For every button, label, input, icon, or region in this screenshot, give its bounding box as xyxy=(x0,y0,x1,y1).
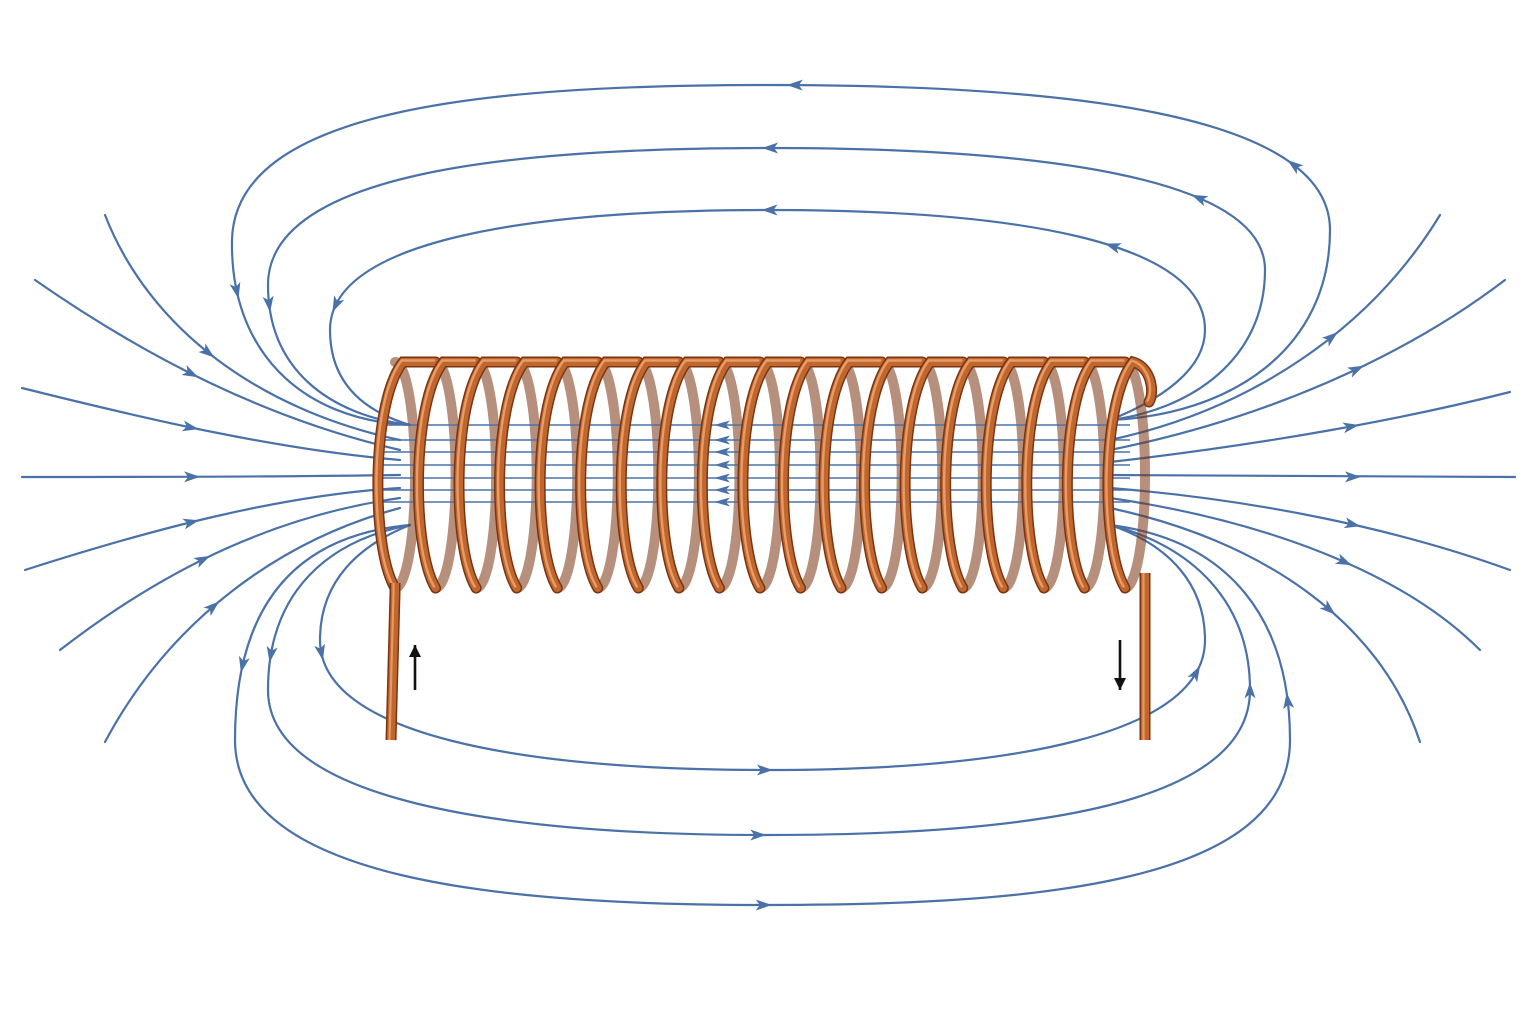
interior-arrowhead-icon-1 xyxy=(714,420,730,430)
bottom-field-loop-2-arrowhead-icon-2 xyxy=(1244,682,1256,699)
coil-turn-highlight-13 xyxy=(861,359,922,588)
coil-turn-highlight-14 xyxy=(902,359,963,588)
right-current-arrow-icon-head xyxy=(1114,678,1126,690)
coil-leads xyxy=(385,573,1151,741)
coil-turn-highlight-6 xyxy=(578,359,639,588)
coil-turn-highlight-1 xyxy=(375,359,436,588)
left-open-field-line-5 xyxy=(23,486,402,572)
left-open-field-line-3 xyxy=(20,386,402,462)
top-field-loop-3-arrowhead-icon-1 xyxy=(761,204,778,216)
bottom-field-loop-2-arrowhead-icon-1 xyxy=(750,829,767,841)
coil-turn-highlight-4 xyxy=(496,359,557,588)
left-open-field-line-1 xyxy=(103,213,402,442)
coil-turn-highlight-3 xyxy=(456,359,517,588)
interior-arrowhead-icon-7 xyxy=(714,497,730,507)
right-open-field-line-4-arrowhead-icon-0 xyxy=(1344,471,1361,483)
right-open-field-line-3 xyxy=(1108,390,1512,464)
coil-turn-highlight-19 xyxy=(1105,359,1152,588)
top-field-loop-1 xyxy=(230,83,1332,427)
left-open-field-line-2 xyxy=(33,278,402,452)
left-open-field-line-4-arrowhead-icon-0 xyxy=(184,471,201,483)
right-open-field-line-3-arrowhead-icon-0 xyxy=(1342,422,1360,434)
left-open-field-line-3-arrowhead-icon-0 xyxy=(181,420,199,432)
top-field-loop-1-arrowhead-icon-1 xyxy=(786,79,803,91)
left-open-field-line-7 xyxy=(103,506,402,744)
bottom-field-loop-1-arrowhead-icon-0 xyxy=(238,655,250,673)
right-open-field-line-2-arrowhead-icon-0 xyxy=(1347,365,1364,378)
right-open-field-line-2 xyxy=(1108,278,1507,452)
coil-turn-highlight-5 xyxy=(537,359,598,588)
left-lead xyxy=(387,583,399,741)
coil-turn-highlight-17 xyxy=(1024,359,1085,588)
right-open-field-line-1 xyxy=(1108,213,1442,442)
current-arrows xyxy=(409,640,1126,690)
left-current-arrow-icon-head xyxy=(409,645,421,657)
bottom-field-loop-3-arrowhead-icon-1 xyxy=(756,764,773,776)
bottom-field-loop-1-arrowhead-icon-1 xyxy=(755,899,772,911)
top-field-loop-2-arrowhead-icon-1 xyxy=(762,142,779,154)
top-field-loop-1-arrowhead-icon-0 xyxy=(1287,160,1304,175)
top-field-loop-2-arrowhead-icon-0 xyxy=(1191,194,1209,207)
coil-turn-highlight-9 xyxy=(699,359,760,588)
left-open-field-line-1-arrowhead-icon-0 xyxy=(198,343,215,358)
coil-turn-highlight-10 xyxy=(740,359,801,588)
coil-turn-highlight-7 xyxy=(618,359,679,588)
right-open-field-line-7-arrowhead-icon-0 xyxy=(1319,600,1336,615)
top-field-loop-3-arrowhead-icon-2 xyxy=(332,295,345,313)
coil-turn-back-19 xyxy=(1120,357,1150,593)
right-open-field-line-6-arrowhead-icon-0 xyxy=(1334,553,1352,566)
coil-turn-highlight-11 xyxy=(780,359,841,588)
left-lead-highlight xyxy=(388,583,395,741)
right-open-field-line-1-arrowhead-icon-0 xyxy=(1321,332,1338,347)
top-field-loop-3-arrowhead-icon-0 xyxy=(1104,243,1122,254)
interior-arrowhead-icon-3 xyxy=(714,447,730,457)
top-field-loop-2-arrowhead-icon-2 xyxy=(262,295,274,313)
right-open-field-line-4 xyxy=(1108,473,1517,479)
left-open-field-line-5-arrowhead-icon-0 xyxy=(182,518,200,530)
interior-arrowhead-icon-6 xyxy=(714,485,730,495)
coil-turn-highlight-8 xyxy=(659,359,720,588)
right-open-field-line-7 xyxy=(1108,506,1422,744)
bottom-field-loop-1-arrowhead-icon-2 xyxy=(1283,692,1295,710)
left-open-field-line-2-arrowhead-icon-0 xyxy=(181,365,199,378)
bottom-field-loop-2 xyxy=(266,523,1252,837)
coil-turn-highlight-16 xyxy=(983,359,1044,588)
magnetic-field-lines xyxy=(20,79,1517,911)
interior-arrowhead-icon-5 xyxy=(714,473,730,483)
left-open-field-line-4 xyxy=(20,473,402,479)
left-open-field-line-7-arrowhead-icon-0 xyxy=(203,601,220,616)
bottom-field-loop-3-arrowhead-icon-2 xyxy=(1187,665,1201,683)
left-open-field-line-6 xyxy=(58,496,402,652)
coil-turn-highlight-15 xyxy=(943,359,1004,588)
right-open-field-line-6 xyxy=(1108,496,1482,652)
coil-turn-highlight-2 xyxy=(415,359,476,588)
coil-turn-highlight-12 xyxy=(821,359,882,588)
interior-arrowhead-icon-2 xyxy=(714,435,730,445)
top-field-loop-1-arrowhead-icon-2 xyxy=(229,281,241,299)
bottom-field-loop-2-arrowhead-icon-0 xyxy=(266,645,278,663)
left-open-field-line-6-arrowhead-icon-0 xyxy=(193,555,211,568)
interior-arrowhead-icon-4 xyxy=(714,460,730,470)
coil-turn-highlight-18 xyxy=(1064,359,1125,588)
coil-front-segments xyxy=(372,355,1158,594)
right-open-field-line-5 xyxy=(1108,486,1512,572)
bottom-field-loop-3-arrowhead-icon-0 xyxy=(314,643,325,661)
right-open-field-line-5-arrowhead-icon-0 xyxy=(1343,517,1361,529)
